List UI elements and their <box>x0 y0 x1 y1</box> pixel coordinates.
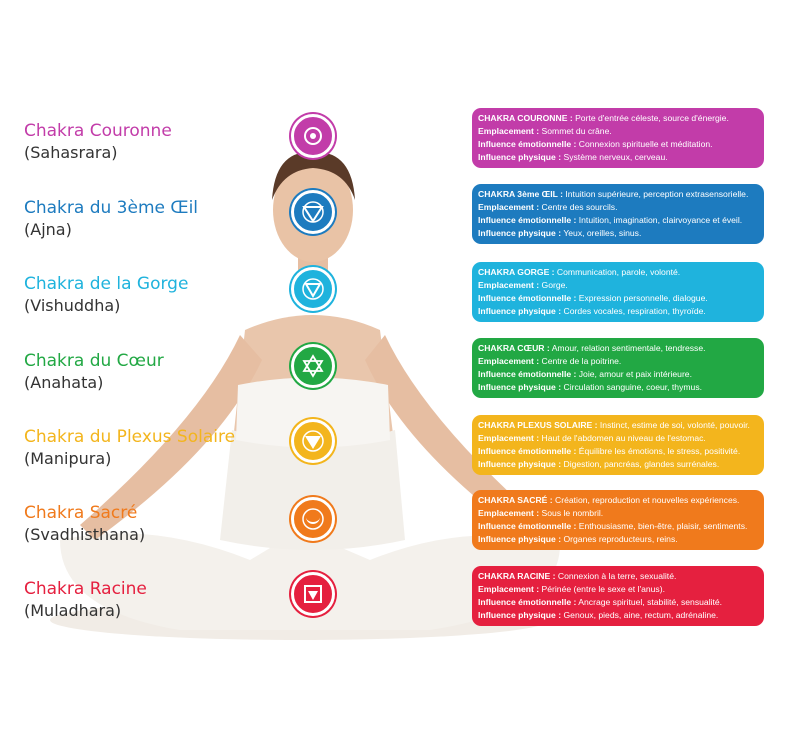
chakra-name: Chakra Sacré <box>24 503 138 523</box>
physical-line: Influence physique : Circulation sanguin… <box>478 382 703 392</box>
chakra-label: Chakra de la Gorge (Vishuddha) <box>24 273 188 317</box>
chakra-info-box: CHAKRA RACINE : Connexion à la terre, se… <box>472 566 764 626</box>
down-triangle-icon <box>291 419 335 463</box>
box-title-line: CHAKRA COURONNE : Porte d'entrée céleste… <box>478 113 729 123</box>
chakra-label: Chakra du 3ème Œil (Ajna) <box>24 197 198 241</box>
chakra-sanskrit: (Vishuddha) <box>24 296 121 315</box>
chakra-info-box: CHAKRA GORGE : Communication, parole, vo… <box>472 262 764 322</box>
physical-line: Influence physique : Système nerveux, ce… <box>478 152 668 162</box>
chakra-sanskrit: (Ajna) <box>24 220 72 239</box>
chakra-name: Chakra Racine <box>24 579 147 599</box>
chakra-name: Chakra Couronne <box>24 121 172 141</box>
emotional-line: Influence émotionnelle : Équilibre les é… <box>478 446 741 456</box>
chakra-info-box: CHAKRA CŒUR : Amour, relation sentimenta… <box>472 338 764 398</box>
chakra-info-box: CHAKRA PLEXUS SOLAIRE : Instinct, estime… <box>472 415 764 475</box>
chakra-sanskrit: (Manipura) <box>24 449 112 468</box>
chakra-sanskrit: (Muladhara) <box>24 601 122 620</box>
chakra-name: Chakra du Cœur <box>24 351 164 371</box>
chakra-label: Chakra Sacré (Svadhisthana) <box>24 502 145 546</box>
crescent-icon <box>291 497 335 541</box>
chakra-sanskrit: (Svadhisthana) <box>24 525 146 544</box>
chakra-sanskrit: (Anahata) <box>24 373 104 392</box>
box-title-line: CHAKRA GORGE : Communication, parole, vo… <box>478 267 681 277</box>
physical-line: Influence physique : Cordes vocales, res… <box>478 306 706 316</box>
box-title-line: CHAKRA RACINE : Connexion à la terre, se… <box>478 571 677 581</box>
chakra-sanskrit: (Sahasrara) <box>24 143 118 162</box>
box-title-line: CHAKRA CŒUR : Amour, relation sentimenta… <box>478 343 706 353</box>
triangle-circle-icon <box>291 267 335 311</box>
chakra-info-box: CHAKRA SACRÉ : Création, reproduction et… <box>472 490 764 550</box>
emotional-line: Influence émotionnelle : Enthousiasme, b… <box>478 521 748 531</box>
physical-line: Influence physique : Genoux, pieds, aine… <box>478 610 719 620</box>
location-line: Emplacement : Sous le nombril. <box>478 508 604 518</box>
emotional-line: Influence émotionnelle : Ancrage spiritu… <box>478 597 723 607</box>
chakra-name: Chakra du Plexus Solaire <box>24 427 236 447</box>
chakra-label: Chakra Couronne (Sahasrara) <box>24 120 172 164</box>
physical-line: Influence physique : Yeux, oreilles, sin… <box>478 228 642 238</box>
emotional-line: Influence émotionnelle : Expression pers… <box>478 293 708 303</box>
box-title-line: CHAKRA SACRÉ : Création, reproduction et… <box>478 495 740 505</box>
chakra-name: Chakra de la Gorge <box>24 274 189 294</box>
chakra-label: Chakra Racine (Muladhara) <box>24 578 147 622</box>
chakra-info-box: CHAKRA COURONNE : Porte d'entrée céleste… <box>472 108 764 168</box>
emotional-line: Influence émotionnelle : Connexion spiri… <box>478 139 713 149</box>
box-title-line: CHAKRA PLEXUS SOLAIRE : Instinct, estime… <box>478 420 750 430</box>
chakra-label: Chakra du Plexus Solaire (Manipura) <box>24 426 235 470</box>
box-title-line: CHAKRA 3ème ŒIL : Intuition supérieure, … <box>478 189 749 199</box>
emotional-line: Influence émotionnelle : Joie, amour et … <box>478 369 692 379</box>
location-line: Emplacement : Périnée (entre le sexe et … <box>478 584 665 594</box>
location-line: Emplacement : Haut de l'abdomen au nivea… <box>478 433 706 443</box>
location-line: Emplacement : Gorge. <box>478 280 568 290</box>
physical-line: Influence physique : Digestion, pancréas… <box>478 459 720 469</box>
emotional-line: Influence émotionnelle : Intuition, imag… <box>478 215 743 225</box>
physical-line: Influence physique : Organes reproducteu… <box>478 534 678 544</box>
location-line: Emplacement : Centre de la poitrine. <box>478 356 622 366</box>
eye-triangle-icon <box>291 190 335 234</box>
square-icon <box>291 572 335 616</box>
location-line: Emplacement : Centre des sourcils. <box>478 202 618 212</box>
star-of-david-icon <box>291 344 335 388</box>
chakra-info-box: CHAKRA 3ème ŒIL : Intuition supérieure, … <box>472 184 764 244</box>
chakra-label: Chakra du Cœur (Anahata) <box>24 350 164 394</box>
chakra-name: Chakra du 3ème Œil <box>24 198 199 218</box>
location-line: Emplacement : Sommet du crâne. <box>478 126 612 136</box>
lotus-icon <box>291 114 335 158</box>
